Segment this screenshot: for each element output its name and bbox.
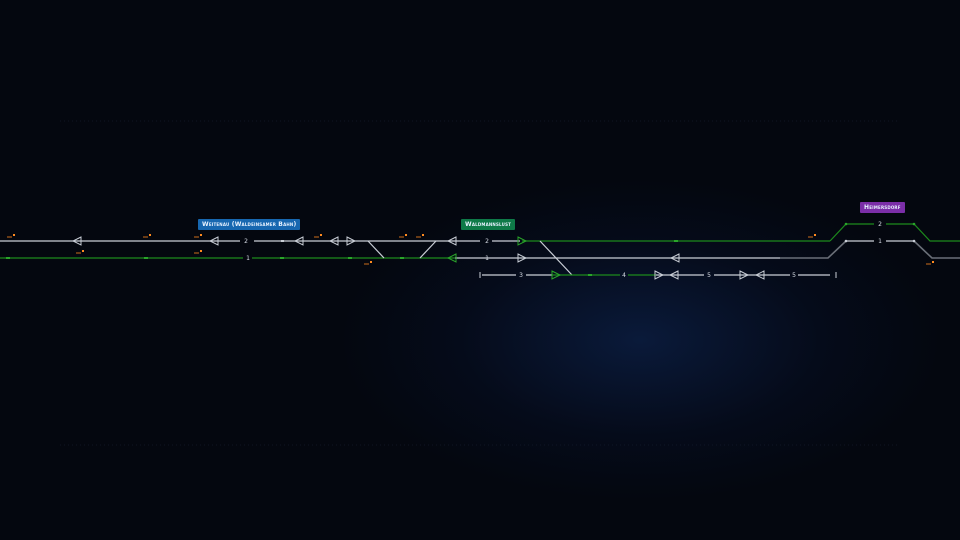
track-1-east-dim[interactable] [780, 240, 960, 259]
track-label: 2 [485, 238, 489, 245]
signal-icon [551, 270, 562, 280]
signal-icon [328, 236, 339, 246]
signal-icon [669, 253, 680, 263]
signal-indicators [7, 234, 934, 265]
signal-icon [754, 270, 765, 280]
signal-group-green[interactable] [446, 236, 562, 280]
station-heimersdorf[interactable]: Heimersdorf [860, 202, 905, 213]
block-markers [6, 240, 678, 276]
track-label: 3 [519, 272, 523, 279]
track-label: 5 [707, 272, 711, 279]
signal-icon [739, 270, 750, 280]
crossover-west[interactable] [367, 240, 437, 259]
block-markers-white [281, 222, 916, 243]
signal-icon [668, 270, 679, 280]
signal-icon [293, 236, 304, 246]
signal-icon [654, 270, 665, 280]
track-2-east[interactable] [522, 223, 960, 242]
track-label: 4 [622, 272, 626, 279]
signal-icon [446, 236, 457, 246]
station-weitenau[interactable]: Weitenau (Waldeinsamer Bahn) [198, 219, 301, 230]
signal-icon [517, 236, 528, 246]
signal-icon [208, 236, 219, 246]
signal-icon [517, 253, 528, 263]
track-3-siding[interactable] [482, 240, 573, 276]
station-waldmannslust[interactable]: Waldmannslust [461, 219, 516, 230]
track-label: 2 [244, 238, 248, 245]
signal-icon [346, 236, 357, 246]
track-label: 5 [792, 272, 796, 279]
signal-icon [71, 236, 82, 246]
signal-group[interactable] [71, 236, 765, 280]
track-label: 1 [246, 255, 250, 262]
signal-icon [446, 253, 457, 263]
track-1-east[interactable] [455, 240, 914, 259]
track-label: 1 [878, 238, 882, 245]
buffer-stop [479, 272, 837, 278]
track-label: 2 [878, 221, 882, 228]
track-label: 1 [485, 255, 489, 262]
